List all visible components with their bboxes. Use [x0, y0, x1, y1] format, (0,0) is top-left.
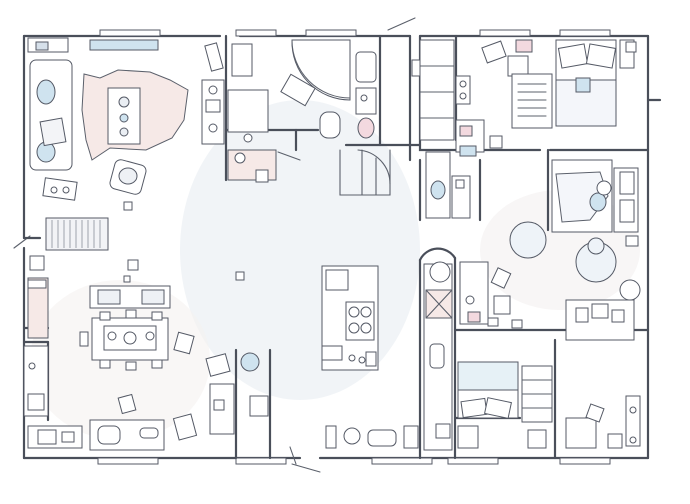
bedroom-2	[551, 159, 639, 247]
bathroom	[280, 39, 377, 139]
office	[459, 261, 635, 341]
kitchen-top	[201, 42, 301, 183]
living-room	[27, 37, 189, 211]
closets	[411, 39, 471, 219]
stool	[127, 259, 139, 271]
kitchen-island	[235, 265, 379, 371]
corridor-counter	[423, 261, 453, 451]
bottom-counter	[325, 425, 419, 449]
bedroom-1	[455, 39, 637, 157]
dining	[23, 255, 231, 417]
radiator	[45, 217, 109, 251]
bedroom-3	[457, 361, 641, 449]
radiator-fins	[51, 220, 101, 248]
bottom-left-fixtures	[27, 352, 269, 451]
windows	[97, 29, 611, 465]
round-tables	[509, 221, 641, 301]
